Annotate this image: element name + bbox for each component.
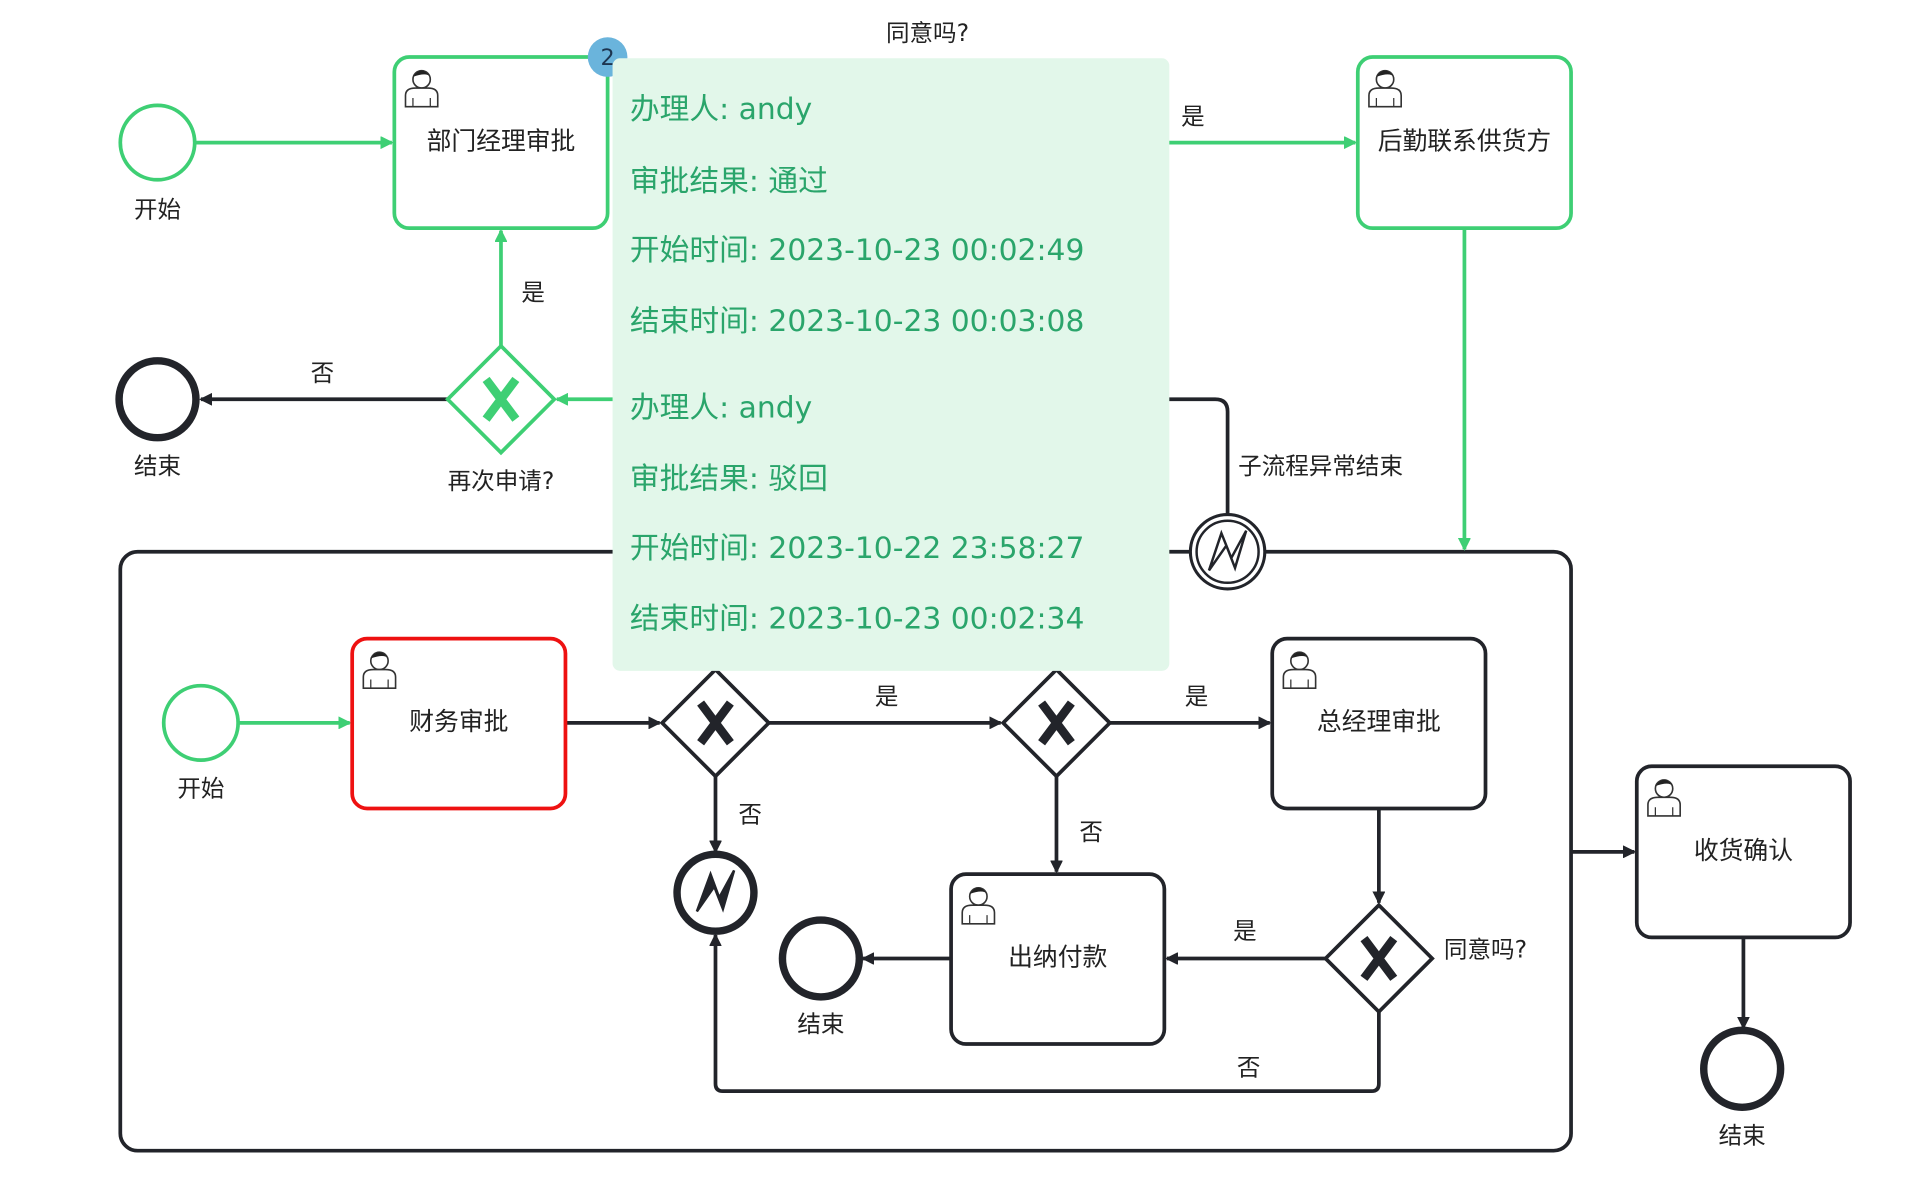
record-result: 审批结果: 通过	[630, 164, 828, 199]
history-tooltip: 办理人: andy 审批结果: 通过 开始时间: 2023-10-23 00:0…	[612, 58, 1170, 671]
sub-end-event[interactable]	[778, 916, 864, 1001]
boundary-error-event[interactable]	[1188, 513, 1267, 591]
x-icon	[482, 376, 520, 422]
gateway-2[interactable]	[1000, 666, 1113, 779]
boundary-label: 子流程异常结束	[1238, 452, 1403, 480]
gateway-agree-label: 同意吗?	[1444, 936, 1527, 964]
gateway-reapply[interactable]	[445, 343, 557, 456]
record-result: 审批结果: 驳回	[630, 461, 828, 496]
history-record: 办理人: andy 审批结果: 通过 开始时间: 2023-10-23 00:0…	[630, 92, 1084, 339]
flow-yes-label: 是	[1181, 102, 1205, 130]
task-cashier[interactable]: 出纳付款	[949, 872, 1167, 1046]
task-logistics[interactable]: 后勤联系供货方	[1355, 55, 1573, 231]
task-logistics-label: 后勤联系供货方	[1378, 127, 1551, 156]
error-end-event[interactable]	[673, 850, 758, 935]
gw2-no-label: 否	[1079, 818, 1103, 846]
gw1-yes-label: 是	[875, 683, 899, 711]
task-dept-manager[interactable]: 部门经理审批	[392, 55, 610, 231]
x-icon	[1360, 936, 1398, 981]
start-event-label: 开始	[134, 195, 181, 223]
record-assignee: 办理人: andy	[630, 92, 812, 127]
reapply-yes-label: 是	[521, 278, 545, 306]
record-end-time: 结束时间: 2023-10-23 00:02:34	[630, 601, 1084, 636]
gateway-agree[interactable]	[1322, 902, 1435, 1015]
record-start-time: 开始时间: 2023-10-22 23:58:27	[630, 531, 1084, 566]
end-event-label: 结束	[134, 452, 181, 480]
sub-end-label: 结束	[797, 1010, 844, 1038]
record-start-time: 开始时间: 2023-10-23 00:02:49	[630, 233, 1084, 268]
start-event[interactable]	[118, 103, 197, 182]
x-icon	[1038, 700, 1075, 746]
agree-yes-label: 是	[1233, 917, 1257, 945]
gw2-yes-label: 是	[1185, 683, 1209, 711]
task-receipt[interactable]: 收货确认	[1634, 764, 1852, 940]
agree-no-label: 否	[1237, 1053, 1261, 1081]
x-icon	[697, 700, 734, 746]
task-gm-label: 总经理审批	[1317, 707, 1441, 736]
history-record: 办理人: andy 审批结果: 驳回 开始时间: 2023-10-22 23:5…	[630, 391, 1084, 637]
lightning-icon	[1207, 529, 1248, 572]
task-cashier-label: 出纳付款	[1008, 942, 1107, 971]
flow-agree-no[interactable]	[715, 935, 1381, 1094]
svg-text:2: 2	[601, 45, 615, 71]
record-end-time: 结束时间: 2023-10-23 00:03:08	[630, 304, 1084, 339]
gateway-reapply-label: 再次申请?	[448, 467, 555, 495]
lightning-icon	[695, 869, 736, 913]
task-gm[interactable]: 总经理审批	[1270, 636, 1488, 811]
gateway-1[interactable]	[659, 666, 772, 779]
end-event-right[interactable]	[1700, 1026, 1785, 1112]
task-dept-manager-label: 部门经理审批	[427, 127, 576, 156]
hidden-flow-label: 同意吗?	[886, 19, 969, 47]
flow-boundary-to-gateway[interactable]	[1115, 397, 1230, 514]
task-finance[interactable]: 财务审批	[350, 636, 568, 811]
reapply-no-label: 否	[311, 359, 335, 387]
task-finance-label: 财务审批	[409, 707, 508, 736]
sub-start-event[interactable]	[161, 683, 240, 762]
task-receipt-label: 收货确认	[1694, 836, 1793, 865]
gw1-no-label: 否	[738, 800, 762, 828]
end-event[interactable]	[115, 357, 200, 442]
end-event-right-label: 结束	[1719, 1122, 1766, 1150]
sub-start-label: 开始	[177, 774, 224, 802]
record-assignee: 办理人: andy	[630, 391, 812, 426]
